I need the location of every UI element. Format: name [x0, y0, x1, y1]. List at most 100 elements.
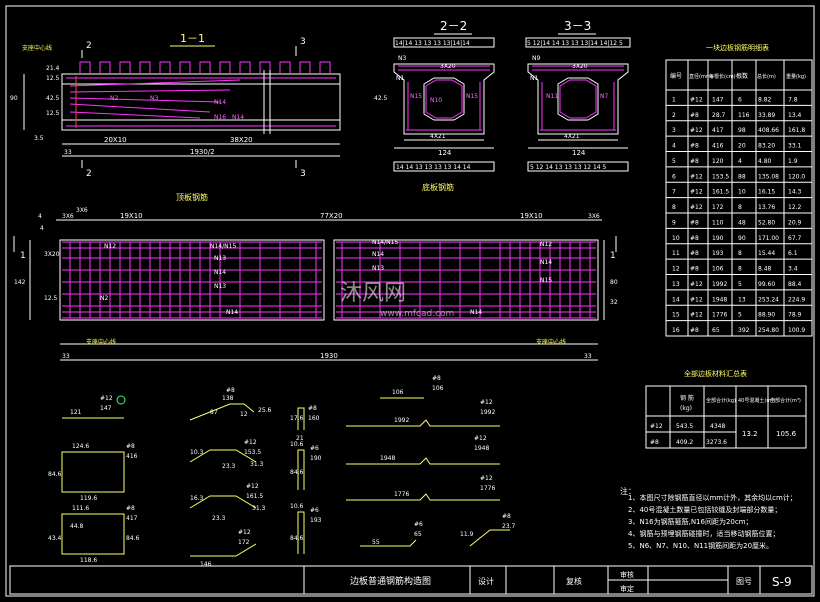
- svg-text:409.2: 409.2: [676, 439, 693, 446]
- approve-label: 审定: [620, 584, 634, 593]
- rebar-table-cell: #12: [690, 96, 703, 103]
- design-label: 设计: [478, 576, 494, 586]
- svg-text:#8: #8: [502, 513, 511, 520]
- rebar-table-cell: 4: [738, 158, 742, 165]
- rebar-table-cell: 120: [712, 158, 724, 165]
- svg-text:31.3: 31.3: [250, 461, 264, 468]
- rebar-table-cell: 5: [738, 281, 742, 288]
- note-line: 1、本图尺寸除钢筋直径以mm计外，其余均以cm计；: [628, 493, 797, 502]
- rebar-table-cell: 8: [672, 204, 676, 211]
- rebar-table-cell: 8: [738, 266, 742, 273]
- rebar-table-cell: 153.5: [712, 173, 729, 180]
- svg-text:10.3: 10.3: [190, 449, 204, 456]
- svg-text:124: 124: [572, 149, 586, 157]
- svg-text:N14: N14: [226, 309, 238, 316]
- comb-teeth: [79, 61, 331, 74]
- svg-text:#8: #8: [432, 375, 441, 382]
- rebar-table-cell: 20.9: [788, 219, 802, 226]
- svg-text:#8: #8: [308, 405, 317, 412]
- svg-text:#12: #12: [244, 439, 257, 446]
- section-2-2-title: 2－2: [440, 19, 467, 33]
- review-label: 复核: [566, 576, 582, 586]
- svg-text:10.6: 10.6: [290, 441, 304, 448]
- rebar-table: 一块边板钢筋明细表 编号 直径(mm) 每根长(cm) 根数 总长(m) 重量(…: [665, 43, 813, 337]
- svg-text:172: 172: [238, 539, 250, 546]
- rebar-table-cell: 1948: [712, 296, 727, 303]
- svg-text:417: 417: [126, 515, 138, 522]
- svg-text:N12: N12: [540, 241, 552, 248]
- svg-text:20X10: 20X10: [104, 136, 127, 144]
- svg-text:3X20: 3X20: [572, 63, 588, 70]
- svg-text:N13: N13: [372, 265, 384, 272]
- watermark-brand: 沐风网: [340, 281, 406, 306]
- svg-text:106: 106: [392, 389, 404, 396]
- rebar-table-cell: #8: [690, 235, 699, 242]
- rebar-grid-right: [336, 241, 596, 319]
- svg-text:N14/N15: N14/N15: [372, 239, 398, 246]
- svg-text:#12: #12: [474, 435, 487, 442]
- svg-text:87: 87: [210, 409, 218, 416]
- rebar-table-cell: 120.0: [788, 173, 805, 180]
- rebar-table-cell: 5: [738, 312, 742, 319]
- svg-text:#8: #8: [126, 443, 135, 450]
- rebar-table-cell: 4: [672, 143, 676, 150]
- rebar-table-cell: 254.80: [758, 327, 779, 334]
- rebar-table-cell: 392: [738, 327, 750, 334]
- svg-text:3X6: 3X6: [588, 213, 600, 220]
- svg-text:23.3: 23.3: [212, 515, 226, 522]
- rebar-table-cell: #8: [690, 158, 699, 165]
- svg-text:111.6: 111.6: [72, 505, 89, 512]
- rebar-table-cell: #12: [690, 281, 703, 288]
- svg-text:5 12 14 13 13 13 12 14 5: 5 12 14 13 13 13 12 14 5: [530, 164, 607, 171]
- svg-text:3: 3: [300, 169, 306, 179]
- rebar-table-cell: 147: [712, 96, 724, 103]
- rebar-table-cell: 171.00: [758, 235, 779, 242]
- svg-text:14|14 13 13 13 13|14|14: 14|14 13 13 13 13|14|14: [395, 40, 470, 47]
- rebar-table-cell: 161.8: [788, 127, 805, 134]
- svg-text:12: 12: [240, 411, 248, 418]
- svg-text:#12: #12: [480, 475, 493, 482]
- rebar-table-cell: 16: [672, 327, 680, 334]
- rebar-table-cell: #12: [690, 189, 703, 196]
- rebar-table-cell: 78.9: [788, 312, 802, 319]
- svg-text:118.6: 118.6: [80, 557, 97, 564]
- svg-text:42.5: 42.5: [46, 95, 60, 102]
- svg-text:4348: 4348: [710, 423, 725, 430]
- rebar-table-cell: 65: [712, 327, 720, 334]
- check-label: 审核: [620, 570, 634, 579]
- svg-text:N9: N9: [532, 55, 540, 62]
- svg-text:N2: N2: [100, 295, 108, 302]
- section-2-2: 2－2 14|14 13 13 13 13|14|14 N15 N15 N10 …: [374, 19, 495, 172]
- svg-text:80: 80: [610, 279, 618, 286]
- svg-text:#12: #12: [238, 529, 251, 536]
- svg-text:N3: N3: [398, 55, 406, 62]
- svg-text:N11: N11: [546, 93, 558, 100]
- svg-text:直径(mm): 直径(mm): [689, 73, 713, 80]
- rebar-table-cell: 13.4: [788, 112, 802, 119]
- rebar-table-cell: 6.1: [788, 250, 798, 257]
- rebar-table-cell: 10: [672, 235, 680, 242]
- svg-text:19X10: 19X10: [520, 212, 543, 220]
- svg-text:1: 1: [610, 251, 616, 261]
- svg-text:55: 55: [372, 539, 380, 546]
- drawing-border: [5, 5, 815, 597]
- notes: 注： 1、本图尺寸除钢筋直径以mm计外，其余均以cm计； 2、40号混凝土数量已…: [620, 486, 797, 550]
- svg-text:N14: N14: [470, 309, 482, 316]
- svg-text:33: 33: [62, 353, 70, 360]
- rebar-table-cell: 6: [738, 96, 742, 103]
- rebar-table-cell: 33.89: [758, 112, 775, 119]
- svg-text:1776: 1776: [394, 491, 409, 498]
- svg-text:84.6: 84.6: [48, 471, 62, 478]
- rebar-table-cell: 88: [738, 173, 746, 180]
- svg-text:138: 138: [222, 395, 234, 402]
- svg-text:193: 193: [310, 517, 322, 524]
- svg-text:N12: N12: [104, 243, 116, 250]
- svg-text:全部合计(kg): 全部合计(kg): [706, 397, 736, 404]
- rebar-table-cell: 4.80: [758, 158, 772, 165]
- svg-text:3.5: 3.5: [34, 135, 44, 142]
- rebar-table-cell: 1: [672, 96, 676, 103]
- rebar-table-cell: 7.8: [788, 96, 798, 103]
- svg-text:#8: #8: [126, 505, 135, 512]
- bottom-slab-title: 底板钢筋: [422, 182, 454, 192]
- svg-text:1930/2: 1930/2: [190, 148, 215, 156]
